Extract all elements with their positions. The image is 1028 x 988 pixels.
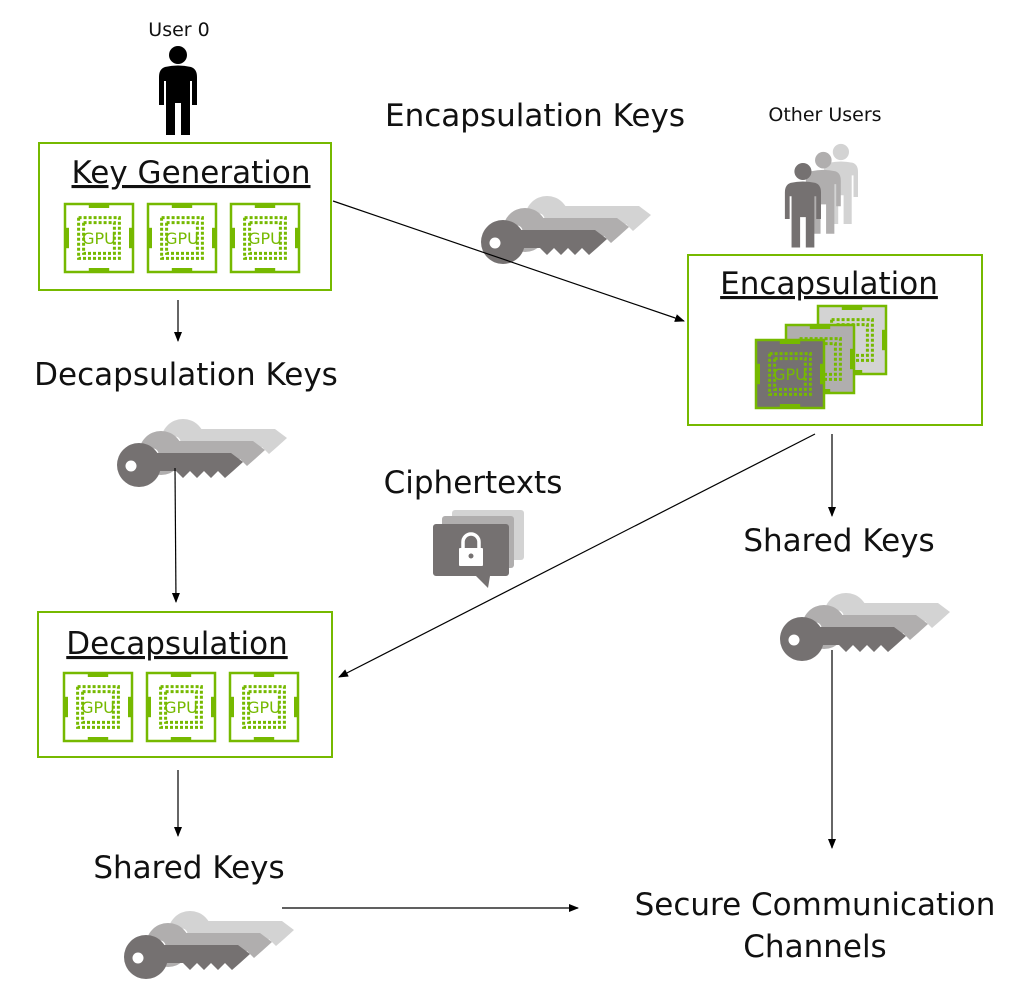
key-generation-box	[38, 142, 332, 291]
gpu-label: GPU	[81, 698, 115, 717]
encapsulation-box	[687, 254, 983, 426]
gpu-chip-icon: GPU	[62, 671, 134, 743]
shared-keys-decap-label: Shared Keys	[93, 850, 284, 886]
gpu-chip-icon: GPU	[754, 338, 826, 410]
gpu-label: GPU	[773, 365, 807, 384]
user0-person-icon	[159, 46, 197, 135]
gpu-chip-icon: GPU	[228, 671, 300, 743]
decapsulation-title: Decapsulation	[66, 626, 287, 662]
gpu-label: GPU	[82, 229, 116, 248]
gpu-label: GPU	[164, 698, 198, 717]
secure-channels-line2: Channels	[743, 929, 886, 965]
gpu-chip-icon: GPU	[229, 202, 301, 274]
locked-message-icon	[433, 510, 524, 588]
user0-label: User 0	[148, 19, 209, 41]
gpu-chip-icon: GPU	[63, 202, 135, 274]
shared-keys-encap-label: Shared Keys	[743, 523, 934, 559]
gpu-chips: GPU GPU GPU GPU GPU GPU GPU	[62, 202, 888, 743]
other-users-person-icon	[784, 143, 858, 248]
decapsulation-keys-icon	[117, 419, 287, 487]
gpu-label: GPU	[247, 698, 281, 717]
gpu-label: GPU	[248, 229, 282, 248]
encapsulation-keys-label: Encapsulation Keys	[385, 98, 685, 134]
encapsulation-keys-icon	[481, 196, 651, 264]
decapsulation-keys-label: Decapsulation Keys	[34, 357, 338, 393]
encapsulation-title: Encapsulation	[720, 266, 938, 302]
other-users-label: Other Users	[768, 104, 881, 126]
gpu-label: GPU	[165, 229, 199, 248]
decapsulation-box	[37, 611, 333, 758]
arrow-decapkeys-to-decap	[171, 467, 180, 603]
shared-keys-decap-icon	[124, 911, 294, 979]
gpu-chip-icon: GPU	[145, 671, 217, 743]
gpu-chip-icon: GPU	[146, 202, 218, 274]
shared-keys-encap-icon	[780, 593, 950, 661]
arrow-encap-to-decap	[338, 433, 816, 678]
arrow-keygen-to-encap	[332, 200, 685, 322]
key-generation-title: Key Generation	[72, 155, 311, 191]
secure-channels-line1: Secure Communication	[635, 887, 996, 923]
ciphertexts-label: Ciphertexts	[384, 465, 563, 501]
